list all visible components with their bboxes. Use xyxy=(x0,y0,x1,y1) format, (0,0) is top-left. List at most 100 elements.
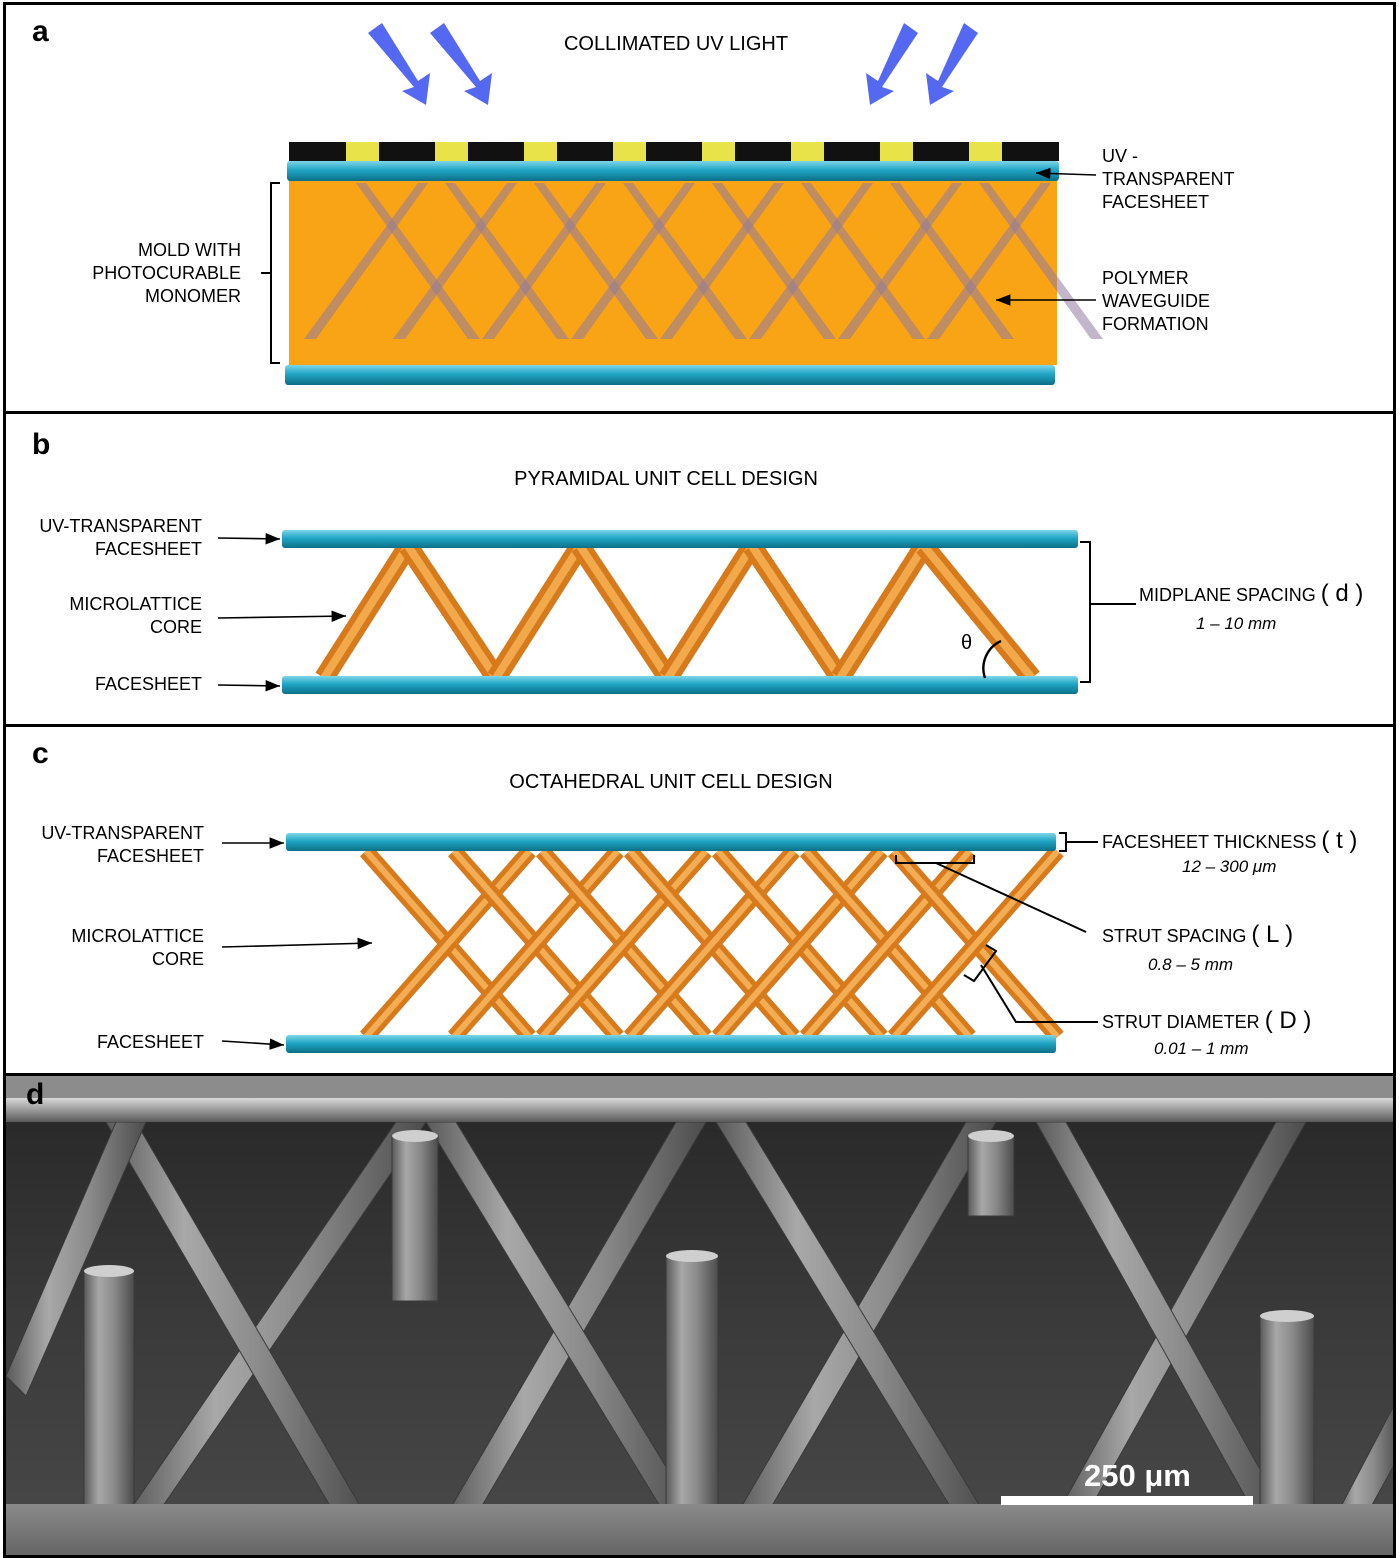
uv-facesheet-label: UV-TRANSPARENT FACESHEET xyxy=(41,823,204,866)
uv-arrow-4 xyxy=(926,23,978,105)
pyramid-strut-highlight xyxy=(576,543,672,681)
sem-post xyxy=(665,1255,719,1517)
mask-window xyxy=(435,142,468,161)
waveguide-beam xyxy=(838,183,962,339)
sem-post xyxy=(83,1270,135,1517)
panel-b: b PYRAMIDAL UNIT CELL DESIGN UV-TRANSPAR… xyxy=(3,411,1396,727)
uv-facesheet-pointer xyxy=(1035,167,1097,180)
pyramid-strut-highlight xyxy=(664,543,756,681)
angle-theta: θ xyxy=(961,632,973,654)
waveguide-beam xyxy=(534,183,658,339)
midplane-spacing-label: MIDPLANE SPACING ( d ) xyxy=(1139,580,1364,607)
waveguide-beam xyxy=(445,183,569,339)
mask-window xyxy=(524,142,557,161)
polymer-waveguides xyxy=(304,183,1103,339)
panel-a: a COLLIMATED UV LIGHT MOLD WITH PHOTOCUR… xyxy=(3,2,1396,414)
sem-post-cap xyxy=(1260,1310,1314,1322)
photomask xyxy=(289,142,1059,161)
uv-arrows xyxy=(368,23,978,105)
panel-c-label: c xyxy=(32,737,49,770)
pyramidal-struts xyxy=(315,539,1040,685)
bottom-facesheet xyxy=(286,1035,1056,1053)
thickness-bracket xyxy=(1059,832,1098,852)
waveguide-beam xyxy=(712,183,836,339)
uv-facesheet-label: UV-TRANSPARENT FACESHEET xyxy=(39,516,202,559)
sem-post xyxy=(1259,1315,1315,1517)
waveguide-beam xyxy=(623,183,747,339)
uv-facesheet-label: UV - TRANSPARENT FACESHEET xyxy=(1102,146,1235,212)
strut-spacing-label: STRUT SPACING ( L ) xyxy=(1102,921,1294,948)
pyramid-strut-highlight xyxy=(748,543,844,681)
sem-post-cap xyxy=(392,1130,438,1142)
waveguide-beam xyxy=(890,183,1014,339)
octa-strut-highlight xyxy=(451,849,620,1039)
mask-window xyxy=(880,142,913,161)
panel-c-diagram xyxy=(221,832,1098,1053)
uv-transparent-facesheet xyxy=(282,530,1078,548)
facesheet-label: FACESHEET xyxy=(96,1032,204,1052)
sem-post-cap xyxy=(84,1265,134,1277)
facesheet-pointer xyxy=(221,1038,285,1050)
midplane-bracket xyxy=(1080,541,1136,683)
bottom-facesheet xyxy=(282,676,1078,694)
octahedral-struts xyxy=(359,845,1064,1043)
sem-post xyxy=(967,1135,1015,1217)
sem-post-cap xyxy=(666,1250,718,1262)
strut-diameter-range: 0.01 – 1 mm xyxy=(1154,1039,1249,1058)
uv-transparent-facesheet xyxy=(286,833,1056,851)
core-label: MICROLATTICE CORE xyxy=(71,926,204,969)
octa-strut-highlight xyxy=(715,849,884,1039)
mask-window xyxy=(791,142,824,161)
octa-strut-highlight xyxy=(891,849,1060,1039)
panel-c-title: OCTAHEDRAL UNIT CELL DESIGN xyxy=(509,771,833,793)
core-pointer xyxy=(221,937,373,950)
mask-window xyxy=(969,142,1002,161)
sem-post xyxy=(391,1135,439,1302)
waveguide-beam xyxy=(927,183,1051,339)
pyramid-strut-highlight xyxy=(836,543,928,681)
core-pointer xyxy=(217,610,347,622)
mask-window xyxy=(346,142,379,161)
strut-spacing-bracket xyxy=(895,855,1087,933)
mask-window xyxy=(613,142,646,161)
facesheet-pointer xyxy=(217,680,281,692)
panel-d-label: d xyxy=(26,1078,45,1111)
octa-strut-highlight xyxy=(363,849,532,1039)
panel-a-title: COLLIMATED UV LIGHT xyxy=(563,33,789,55)
sem-post-cap xyxy=(968,1130,1014,1142)
octa-strut-highlight xyxy=(803,849,972,1039)
waveguide-beam xyxy=(660,183,784,339)
mold-bracket xyxy=(261,182,280,364)
panel-a-label: a xyxy=(32,15,49,48)
waveguide-beam xyxy=(801,183,925,339)
octa-strut-highlight xyxy=(627,849,796,1039)
mask-window xyxy=(702,142,735,161)
pyramid-strut-highlight xyxy=(404,543,500,681)
scale-bar-line xyxy=(1001,1496,1253,1505)
waveguide-beam xyxy=(393,183,517,339)
strut-diameter-label: STRUT DIAMETER ( D ) xyxy=(1102,1007,1312,1034)
waveguide-beam xyxy=(482,183,606,339)
midplane-spacing-range: 1 – 10 mm xyxy=(1196,614,1277,633)
panel-b-diagram xyxy=(217,530,1136,694)
panel-c: c OCTAHEDRAL UNIT CELL DESIGN UV-TRANSPA… xyxy=(3,724,1396,1076)
sem-struts xyxy=(6,1121,1393,1517)
sem-top-facesheet xyxy=(6,1098,1393,1122)
facesheet-label: FACESHEET xyxy=(94,674,202,694)
uv-transparent-facesheet xyxy=(287,161,1059,181)
waveguide-beam xyxy=(749,183,873,339)
panel-b-label: b xyxy=(32,428,51,461)
strut-diameter-bracket xyxy=(963,944,1098,1023)
panel-d: d 250 μm xyxy=(3,1073,1396,1558)
strut-spacing-range: 0.8 – 5 mm xyxy=(1148,955,1234,974)
pyramid-strut-highlight xyxy=(920,543,1036,681)
waveguide-beam xyxy=(356,183,480,339)
waveguide-beam xyxy=(304,183,428,339)
pyramid-strut-highlight xyxy=(492,543,584,681)
angle-arc xyxy=(982,639,1002,679)
waveguide-label: POLYMER WAVEGUIDE FORMATION xyxy=(1102,268,1211,334)
octa-strut-highlight xyxy=(539,849,708,1039)
waveguide-beam xyxy=(571,183,695,339)
pyramid-strut-highlight xyxy=(320,543,412,681)
uv-arrow-3 xyxy=(866,23,918,105)
